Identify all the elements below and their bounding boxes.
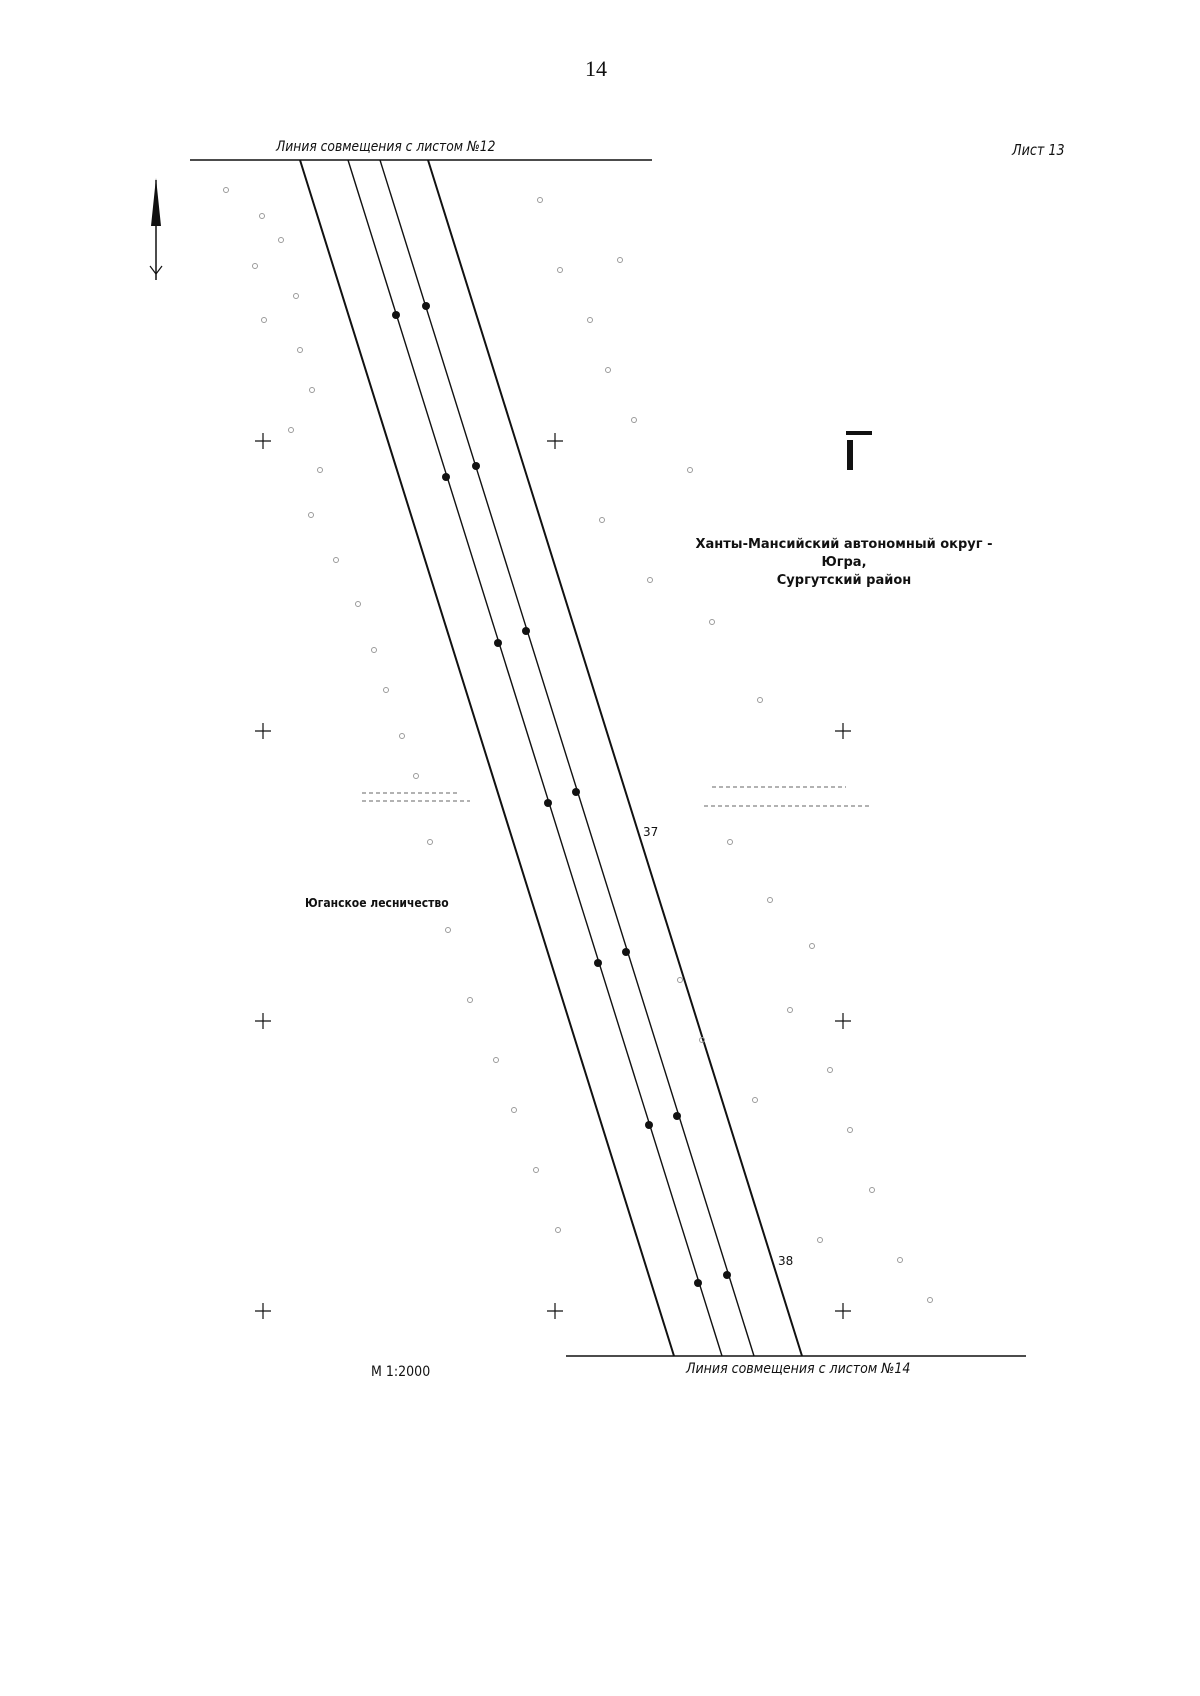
region-label-line2: Сургутский район [776, 573, 912, 588]
corridor-left-boundary [299, 159, 675, 1357]
sheet-label: Лист 13 [1012, 141, 1065, 159]
map-scale: М 1:2000 [371, 1364, 431, 1380]
grid-crosses [255, 433, 851, 1319]
axis-2-markers [422, 302, 731, 1279]
vegetation-symbols [223, 187, 933, 1303]
survey-sign-icon [846, 431, 872, 470]
picket-37-label: 37 [643, 825, 659, 839]
picket-38-label: 38 [778, 1254, 794, 1268]
bottom-junction-label: Линия совмещения с листом №14 [686, 1361, 911, 1377]
page-number: 14 [585, 56, 607, 81]
north-arrow-icon [149, 178, 163, 280]
corridor-right-boundary [427, 159, 803, 1357]
top-junction-label: Линия совмещения с листом №12 [276, 139, 496, 155]
region-label-line1: Ханты-Мансийский автономный округ - Югра… [695, 537, 993, 570]
dashed-boundary-lines [362, 786, 872, 807]
axis-1-markers [392, 311, 702, 1287]
forestry-label: Юганское лесничество [305, 896, 449, 910]
region-label: Ханты-Мансийский автономный округ - Югра… [676, 536, 1012, 590]
pipeline-axis-2 [379, 159, 755, 1357]
pipeline-axis-1 [347, 159, 723, 1357]
